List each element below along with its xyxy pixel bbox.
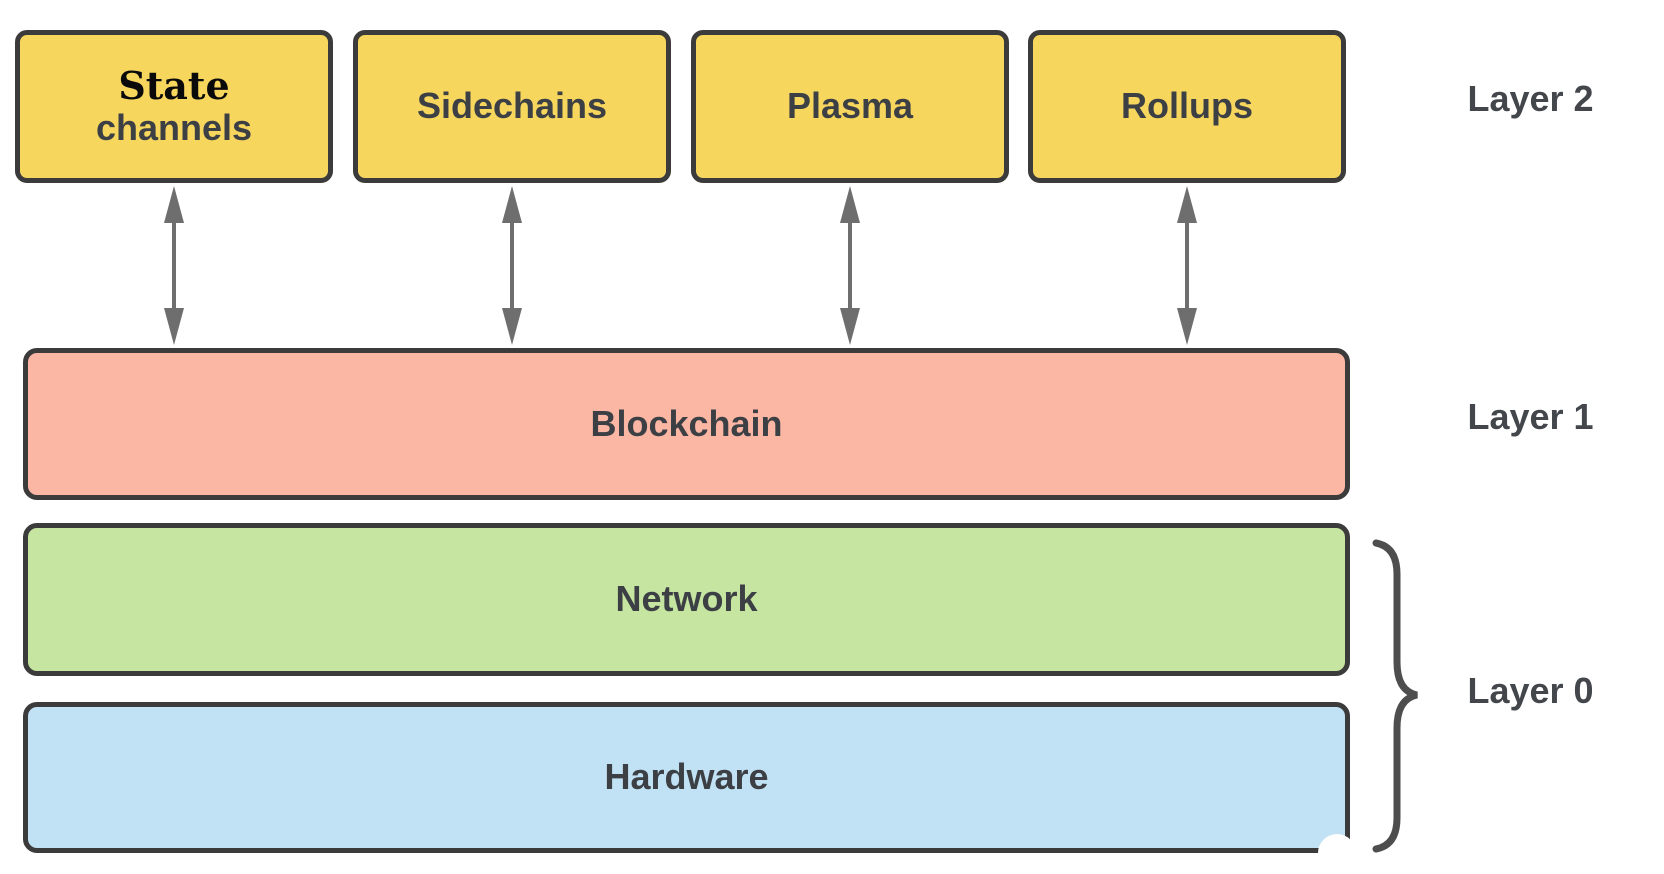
node-plasma-label: Plasma bbox=[786, 85, 914, 127]
layer1-label: Layer 1 bbox=[1467, 396, 1594, 437]
bidirectional-arrow-icon bbox=[1177, 186, 1197, 345]
node-blockchain-label: Blockchain bbox=[590, 402, 783, 444]
node-network: Network bbox=[23, 523, 1350, 676]
bidirectional-arrow-icon bbox=[502, 186, 522, 345]
node-hardware: Hardware bbox=[23, 702, 1350, 853]
node-sidechains: Sidechains bbox=[353, 30, 671, 183]
node-plasma: Plasma bbox=[691, 30, 1009, 183]
node-state-channels: State channels bbox=[15, 30, 333, 183]
node-state-channels-label-line1: State bbox=[118, 63, 230, 109]
node-state-channels-label-line2: channels bbox=[95, 106, 253, 148]
node-blockchain: Blockchain bbox=[23, 348, 1350, 500]
node-rollups-label: Rollups bbox=[1121, 85, 1253, 127]
node-rollups: Rollups bbox=[1028, 30, 1346, 183]
layer0-label: Layer 0 bbox=[1467, 670, 1594, 711]
layer2-label: Layer 2 bbox=[1467, 78, 1594, 119]
node-network-label: Network bbox=[615, 578, 758, 620]
bidirectional-arrow-icon bbox=[164, 186, 184, 345]
corner-artifact bbox=[1318, 834, 1356, 872]
node-sidechains-label: Sidechains bbox=[416, 85, 608, 127]
curly-brace-icon bbox=[1372, 539, 1418, 853]
node-hardware-label: Hardware bbox=[604, 756, 769, 798]
bidirectional-arrow-icon bbox=[840, 186, 860, 345]
